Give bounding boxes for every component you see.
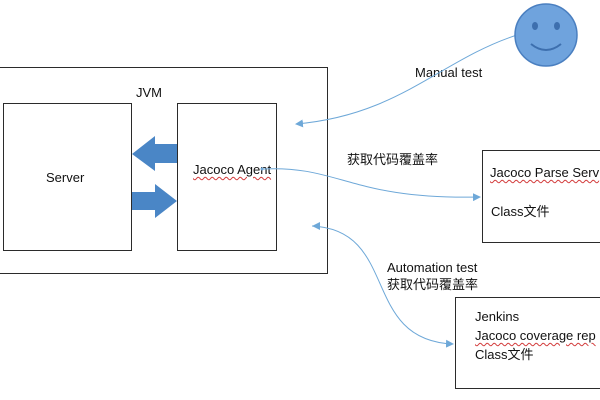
parse-server-title: Jacoco Parse Serv	[490, 164, 599, 182]
automation-connector-start-arrow	[312, 222, 320, 230]
jenkins-title: Jenkins	[475, 309, 520, 324]
get-coverage-label: 获取代码覆盖率	[347, 152, 439, 167]
server-label: Server	[46, 170, 85, 185]
jenkins-class-files: Class文件	[475, 347, 534, 362]
right-arrow-icon	[132, 184, 177, 218]
server-box	[3, 103, 132, 251]
automation-connector	[311, 225, 454, 348]
coverage-connector	[261, 168, 481, 202]
automation-coverage-label: 获取代码覆盖率	[387, 277, 479, 292]
automation-test-label: Automation test	[387, 260, 478, 275]
jenkins-coverage-report-text: Jacoco coverage rep	[475, 328, 596, 343]
parse-server-class-files: Class文件	[491, 204, 550, 219]
jenkins-coverage-report: Jacoco coverage rep	[475, 327, 596, 345]
manual-test-label: Manual test	[415, 65, 483, 80]
jenkins-box	[455, 297, 600, 389]
smiley-face-icon	[514, 3, 578, 67]
parse-server-title-text: Jacoco Parse Serv	[490, 165, 600, 180]
jacoco-agent-box	[177, 103, 277, 251]
coverage-connector-start	[260, 167, 264, 171]
left-arrow-icon	[132, 136, 177, 171]
jacoco-agent-label: Jacoco Agent	[193, 162, 272, 177]
parse-server-box	[482, 150, 600, 243]
manual-test-connector	[295, 34, 518, 128]
jvm-label: JVM	[136, 85, 162, 100]
